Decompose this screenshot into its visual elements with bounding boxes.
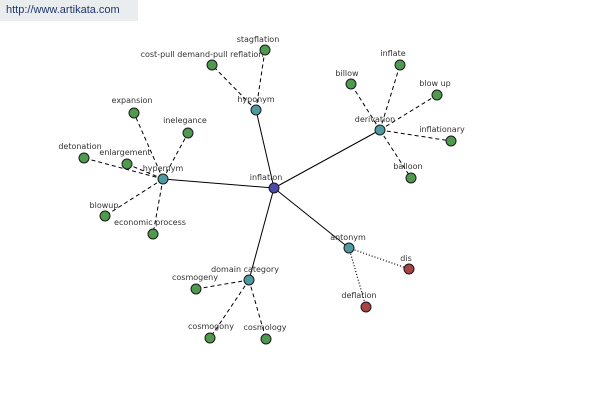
edge-antonym-deflation xyxy=(348,247,367,308)
label-hypernym[interactable]: hypernym xyxy=(143,164,184,173)
label-blow-up[interactable]: blow up xyxy=(419,79,450,88)
derivation-edges xyxy=(350,64,452,179)
node-balloon[interactable] xyxy=(405,172,417,184)
node-cosmogony[interactable] xyxy=(204,332,216,344)
label-cosmogony[interactable]: cosmogony xyxy=(188,322,234,331)
label-billow[interactable]: billow xyxy=(335,69,359,78)
edge-derivation-inflate xyxy=(379,64,401,131)
antonym-edges xyxy=(348,247,410,308)
node-hyponym[interactable] xyxy=(250,104,262,116)
label-inelegance[interactable]: inelegance xyxy=(163,116,207,125)
edge-derivation-billow xyxy=(350,83,381,131)
node-stagflation[interactable] xyxy=(259,44,271,56)
node-blow-up[interactable] xyxy=(431,89,443,101)
edge-hypernym-economic-process xyxy=(152,178,164,235)
label-economic-process[interactable]: economic process xyxy=(114,218,186,227)
edge-hyponym-cost-pull xyxy=(211,64,257,111)
node-inflationary[interactable] xyxy=(445,135,457,147)
node-inflation[interactable] xyxy=(268,182,280,194)
edge-inflation-domain-category xyxy=(248,187,275,281)
hyponym-edges xyxy=(211,49,266,111)
label-inflationary[interactable]: inflationary xyxy=(419,125,465,134)
label-derivation[interactable]: derivation xyxy=(355,115,395,124)
label-inflate[interactable]: inflate xyxy=(380,49,405,58)
label-blowup[interactable]: blowup xyxy=(90,201,119,210)
center-edges xyxy=(162,109,381,281)
label-antonym[interactable]: antonym xyxy=(330,233,366,242)
label-expansion[interactable]: expansion xyxy=(112,96,153,105)
nodes xyxy=(78,44,457,345)
label-domain-category[interactable]: domain category xyxy=(211,265,279,274)
edge-inflation-antonym xyxy=(273,187,350,249)
label-enlargement[interactable]: enlargement xyxy=(99,148,150,157)
node-deflation[interactable] xyxy=(360,301,372,313)
node-blowup[interactable] xyxy=(99,210,111,222)
edge-hypernym-expansion xyxy=(133,112,164,180)
label-deflation[interactable]: deflation xyxy=(341,291,376,300)
label-detonation[interactable]: detonation xyxy=(58,142,101,151)
node-cosmology[interactable] xyxy=(260,333,272,345)
node-economic-process[interactable] xyxy=(147,228,159,240)
edge-derivation-inflationary xyxy=(379,129,452,142)
edge-hypernym-blowup xyxy=(104,178,164,217)
hypernym-edges xyxy=(83,112,189,235)
node-domain-category[interactable] xyxy=(243,274,255,286)
node-dis[interactable] xyxy=(403,263,415,275)
edge-derivation-balloon xyxy=(379,129,412,179)
labels: inflation hypernym hyponym derivation an… xyxy=(58,35,465,332)
node-inflate[interactable] xyxy=(394,59,406,71)
node-inelegance[interactable] xyxy=(182,127,194,139)
label-stagflation[interactable]: stagflation xyxy=(237,35,280,44)
label-balloon[interactable]: balloon xyxy=(393,162,422,171)
edge-domain-cosmology xyxy=(248,279,267,340)
edge-inflation-hypernym xyxy=(162,178,275,189)
edge-inflation-derivation xyxy=(273,129,381,189)
label-cosmogeny[interactable]: cosmogeny xyxy=(172,273,218,282)
edge-domain-cosmogony xyxy=(209,279,250,339)
node-billow[interactable] xyxy=(345,78,357,90)
label-hyponym[interactable]: hyponym xyxy=(237,95,275,104)
edge-hyponym-stagflation xyxy=(255,49,266,111)
label-inflation[interactable]: inflation xyxy=(250,173,283,182)
site-url-banner[interactable]: http://www.artikata.com xyxy=(0,0,138,21)
node-antonym[interactable] xyxy=(343,242,355,254)
node-enlargement[interactable] xyxy=(121,158,133,170)
node-derivation[interactable] xyxy=(374,124,386,136)
label-cost-pull-demand-pull-reflation[interactable]: cost-pull demand-pull reflation xyxy=(141,50,264,59)
node-hypernym[interactable] xyxy=(157,173,169,185)
node-cosmogeny[interactable] xyxy=(190,283,202,295)
edge-hypernym-inelegance xyxy=(162,132,189,180)
node-expansion[interactable] xyxy=(128,107,140,119)
domain-category-edges xyxy=(195,279,267,340)
label-dis[interactable]: dis xyxy=(400,254,411,263)
label-cosmology[interactable]: cosmology xyxy=(243,323,286,332)
edge-domain-cosmogeny xyxy=(195,279,250,290)
node-detonation[interactable] xyxy=(78,152,90,164)
edge-inflation-hyponym xyxy=(255,109,275,189)
node-cost-pull-demand-pull-reflation[interactable] xyxy=(206,59,218,71)
